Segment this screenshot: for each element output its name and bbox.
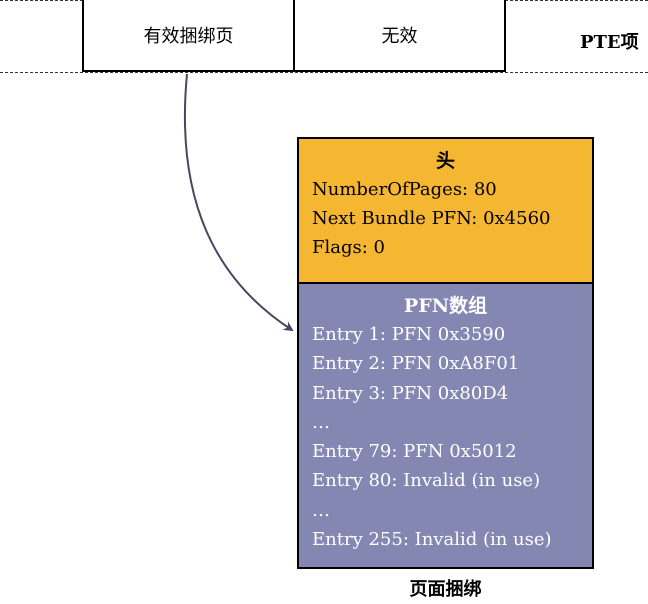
pfn-entry: Entry 1: PFN 0x3590 [312, 324, 506, 345]
pfn-array-section: PFN数组 Entry 1: PFN 0x3590 Entry 2: PFN 0… [299, 284, 592, 567]
pfn-entry: Entry 2: PFN 0xA8F01 [312, 353, 520, 375]
pte-cell-valid-bundle[interactable]: 有效捆绑页 [84, 0, 295, 70]
pfn-entry: Entry 80: Invalid (in use) [312, 470, 541, 492]
pfn-array-title: PFN数组 [403, 295, 488, 317]
bundle-header-section: 头 NumberOfPages: 80 Next Bundle PFN: 0x4… [299, 139, 592, 284]
pfn-entry: Entry 3: PFN 0x80D4 [312, 382, 509, 404]
header-field-number-of-pages: NumberOfPages: 80 [312, 179, 497, 200]
header-field-flags: Flags: 0 [312, 237, 385, 258]
header-field-next-bundle-pfn: Next Bundle PFN: 0x4560 [312, 208, 551, 229]
page-bundle: 头 NumberOfPages: 80 Next Bundle PFN: 0x4… [297, 137, 594, 569]
bundle-header-title: 头 [435, 150, 455, 172]
pfn-entry-ellipsis: … [312, 499, 330, 521]
bundle-caption: 页面捆绑 [409, 579, 482, 600]
pte-row: 有效捆绑页 无效 [82, 0, 506, 72]
pte-cell-invalid[interactable]: 无效 [295, 0, 504, 70]
pfn-entry: Entry 255: Invalid (in use) [312, 529, 552, 551]
pte-cell-invalid-label: 无效 [381, 26, 418, 47]
pfn-entry: Entry 79: PFN 0x5012 [312, 441, 517, 463]
pte-cell-valid-label: 有效捆绑页 [143, 26, 234, 47]
pte-row-label: PTE项 [580, 32, 639, 53]
pte-bottom-dashed-line [0, 72, 648, 73]
pfn-entry-ellipsis: … [312, 411, 330, 433]
arrow-curve [183, 73, 294, 332]
